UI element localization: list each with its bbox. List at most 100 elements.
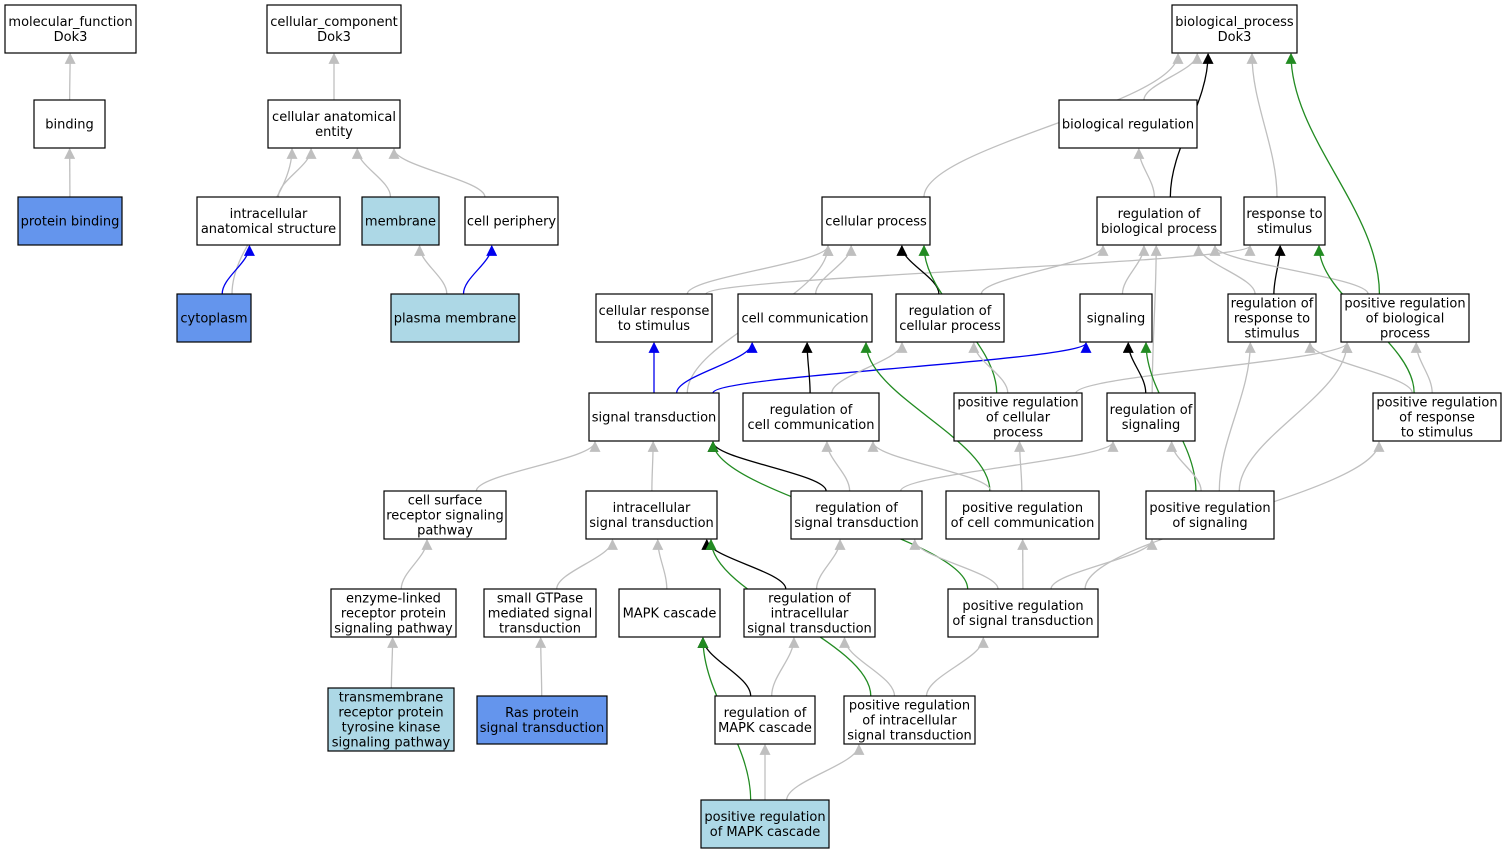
node-box (743, 588, 876, 638)
node-label-line: tyrosine kinase (342, 721, 441, 736)
node-label-line: cellular process (899, 319, 1001, 334)
edge-reg-sig-trans-to-reg-cell-comm (821, 440, 851, 492)
node-label-line: signal transduction (747, 622, 872, 637)
node-box (464, 196, 559, 246)
edge-plasma-membrane-to-membrane (414, 244, 448, 295)
node-label-line: positive regulation (1376, 396, 1497, 411)
node-box (1145, 490, 1275, 540)
node-label-line: cellular anatomical (272, 110, 396, 125)
node-membrane: membrane (361, 196, 440, 246)
node-box (1106, 392, 1196, 442)
edge-cellular-process-to-bp (923, 52, 1184, 198)
edge-reg-signaling-to-reg-bio (1150, 244, 1162, 394)
node-bio-reg: biological regulation (1058, 99, 1198, 149)
node-box (1171, 4, 1298, 54)
node-label-line: to stimulus (1401, 426, 1473, 441)
edge-membrane-to-cae (351, 147, 392, 198)
node-box (947, 588, 1099, 638)
node-label-line: membrane (365, 215, 436, 230)
edge-reg-signaling-to-signaling (1122, 341, 1147, 394)
node-label-line: receptor signaling (386, 509, 504, 524)
edge-pos-reg-cell-comm-to-reg-cell-comm (867, 440, 992, 492)
node-label-line: signal transduction (589, 516, 714, 531)
node-label-line: signal transduction (794, 516, 919, 531)
node-box (1058, 99, 1198, 149)
node-label-line: signaling pathway (332, 736, 451, 751)
node-label-line: regulation of (1231, 297, 1314, 312)
node-label-line: receptor protein (338, 706, 443, 721)
node-box (1096, 196, 1222, 246)
node-box (595, 293, 713, 343)
node-signaling: signaling (1079, 293, 1153, 343)
node-box (1243, 196, 1326, 246)
node-box (585, 490, 718, 540)
node-box (33, 99, 106, 149)
node-label-line: cell communication (741, 312, 868, 327)
node-box (390, 293, 520, 343)
node-label-line: protein binding (21, 215, 120, 230)
node-label-line: of cellular (986, 411, 1051, 426)
node-binding: binding (33, 99, 106, 149)
edge-pos-reg-sig-trans-to-reg-sig-trans (909, 538, 999, 590)
edge-pos-reg-bio-to-bp (1285, 52, 1381, 295)
node-label-line: to stimulus (618, 319, 690, 334)
edge-ias-to-cae (277, 147, 317, 198)
node-label-line: cell communication (747, 418, 874, 433)
node-box (383, 490, 507, 540)
node-label-line: of intracellular (862, 714, 957, 729)
node-box (843, 695, 976, 745)
edge-reg-bio-to-bio-reg (1133, 147, 1155, 198)
node-cytoplasm: cytoplasm (176, 293, 252, 343)
node-label-line: receptor protein (341, 607, 446, 622)
node-box (17, 196, 123, 246)
node-label-line: positive regulation (704, 810, 825, 825)
node-label-line: regulation of (724, 706, 807, 721)
node-label-line: signal transduction (592, 411, 717, 426)
node-label-line: transmembrane (339, 691, 444, 706)
node-label-line: cell surface (408, 494, 483, 509)
node-box (483, 588, 597, 638)
edge-cytoplasm-to-ias (221, 244, 255, 295)
node-label-line: stimulus (1257, 222, 1312, 237)
node-label-line: positive regulation (1149, 501, 1270, 516)
node-label-line: of signaling (1172, 516, 1247, 531)
edge-pos-reg-cell-comm-to-cell-comm (860, 341, 991, 492)
node-box (327, 687, 455, 752)
node-box (588, 392, 720, 442)
node-box (700, 799, 830, 849)
node-cell-periphery: cell periphery (464, 196, 559, 246)
edge-reg-ist-to-reg-sig-trans (815, 538, 846, 590)
edge-bio-reg-to-bp (1143, 52, 1203, 101)
node-label-line: signaling pathway (334, 622, 453, 637)
node-box (737, 293, 873, 343)
node-cellular-process: cellular process (821, 196, 931, 246)
edge-pos-reg-signaling-to-reg-resp (1218, 341, 1256, 492)
node-label-line: regulation of (770, 403, 853, 418)
node-label-line: cell periphery (467, 215, 557, 230)
node-label-line: process (1380, 327, 1430, 342)
node-label-line: positive regulation (1344, 297, 1465, 312)
node-box (476, 695, 608, 745)
edge-reg-resp-to-reg-bio (1193, 244, 1256, 295)
node-label-line: cytoplasm (180, 312, 247, 327)
edge-trptk-to-elrsp (387, 636, 399, 689)
node-box (4, 4, 137, 54)
